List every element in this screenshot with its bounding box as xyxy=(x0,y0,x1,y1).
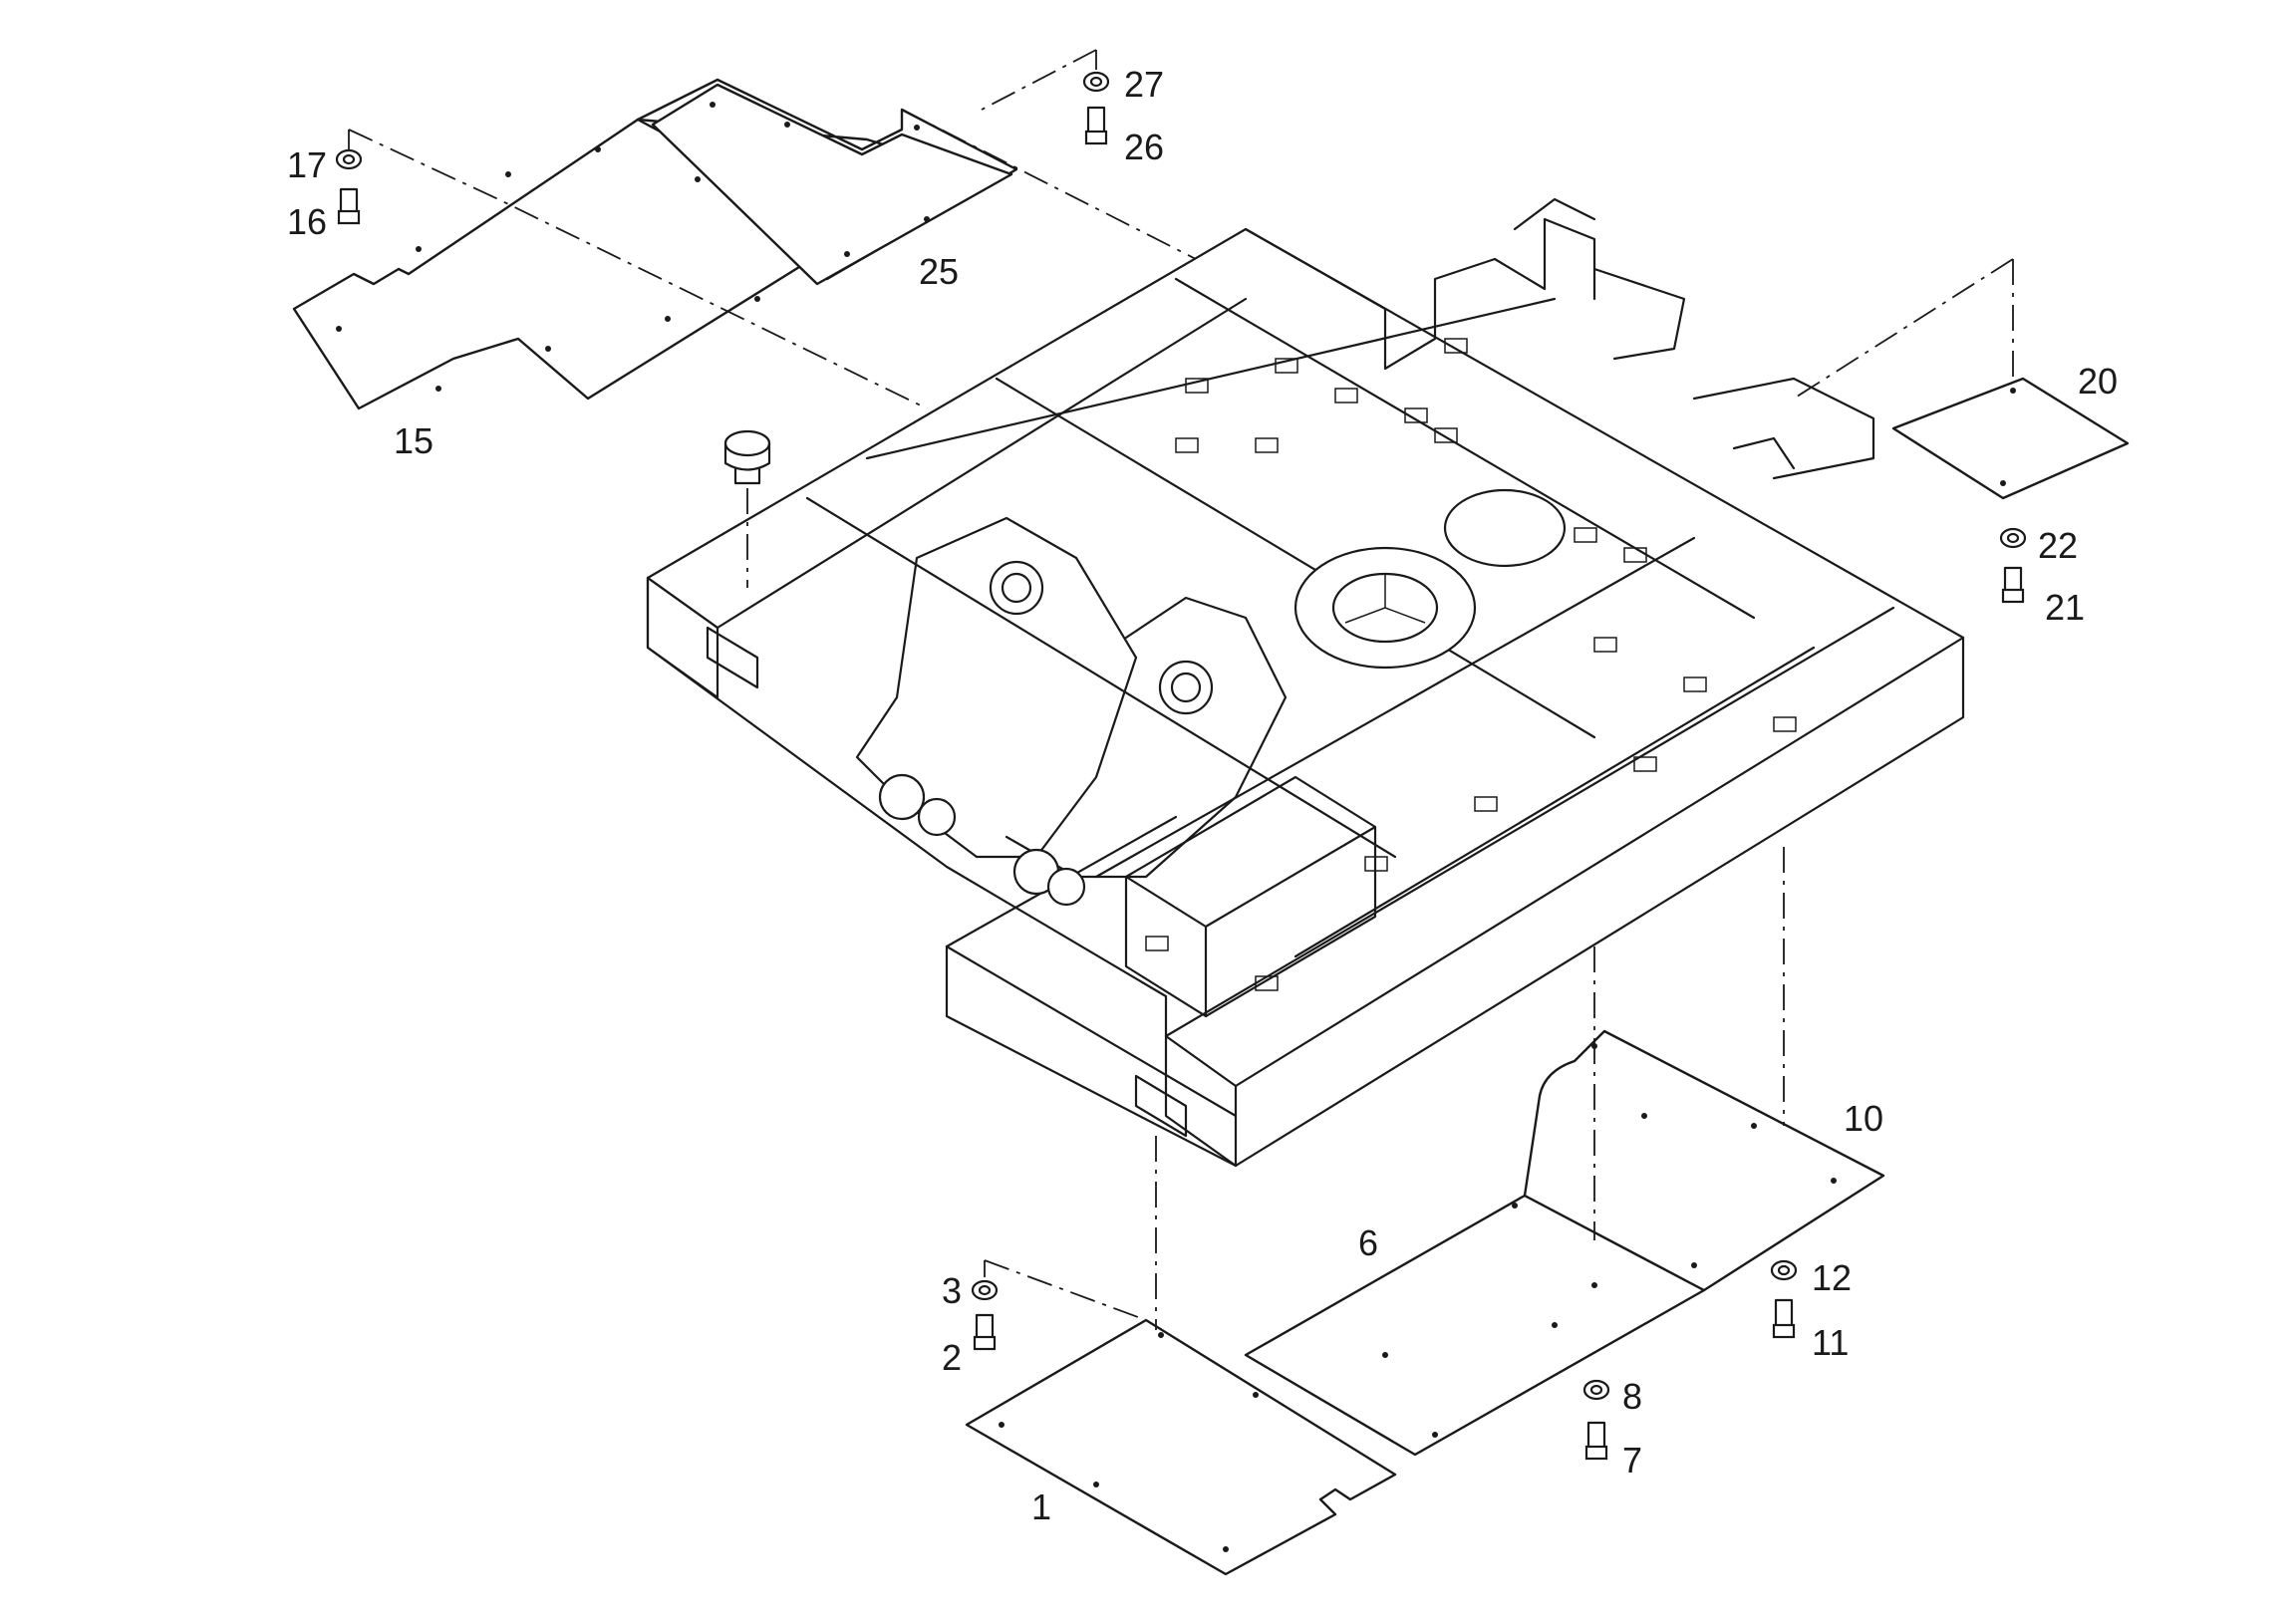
main-frame xyxy=(646,197,1965,1168)
callout-3: 3 xyxy=(942,1270,962,1311)
cover-plate-25 xyxy=(636,78,1018,286)
callout-21: 21 xyxy=(2045,587,2085,628)
callout-15: 15 xyxy=(394,420,433,461)
callout-27: 27 xyxy=(1124,64,1164,105)
callout-25: 25 xyxy=(919,251,959,292)
callout-11: 11 xyxy=(1812,1322,1849,1363)
callout-1: 1 xyxy=(1031,1486,1051,1527)
callout-12: 12 xyxy=(1812,1257,1852,1298)
callout-22: 22 xyxy=(2038,525,2078,566)
fasteners xyxy=(335,71,2027,1461)
callout-26: 26 xyxy=(1124,127,1164,167)
cover-plate-1 xyxy=(965,1318,1397,1576)
cover-plate-20 xyxy=(1891,377,2130,500)
drain-plug xyxy=(723,429,771,588)
callouts: 1 2 3 6 7 8 10 11 12 15 16 17 20 21 22 2… xyxy=(287,64,2118,1527)
callout-2: 2 xyxy=(942,1337,962,1378)
callout-20: 20 xyxy=(2078,361,2118,402)
callout-10: 10 xyxy=(1844,1098,1883,1139)
callout-6: 6 xyxy=(1358,1222,1378,1263)
callout-16: 16 xyxy=(287,201,327,242)
callout-7: 7 xyxy=(1622,1440,1642,1481)
callout-8: 8 xyxy=(1622,1376,1642,1417)
cover-plate-10 xyxy=(1523,1029,1885,1292)
leader-lines xyxy=(348,49,2014,1330)
callout-17: 17 xyxy=(287,144,327,185)
